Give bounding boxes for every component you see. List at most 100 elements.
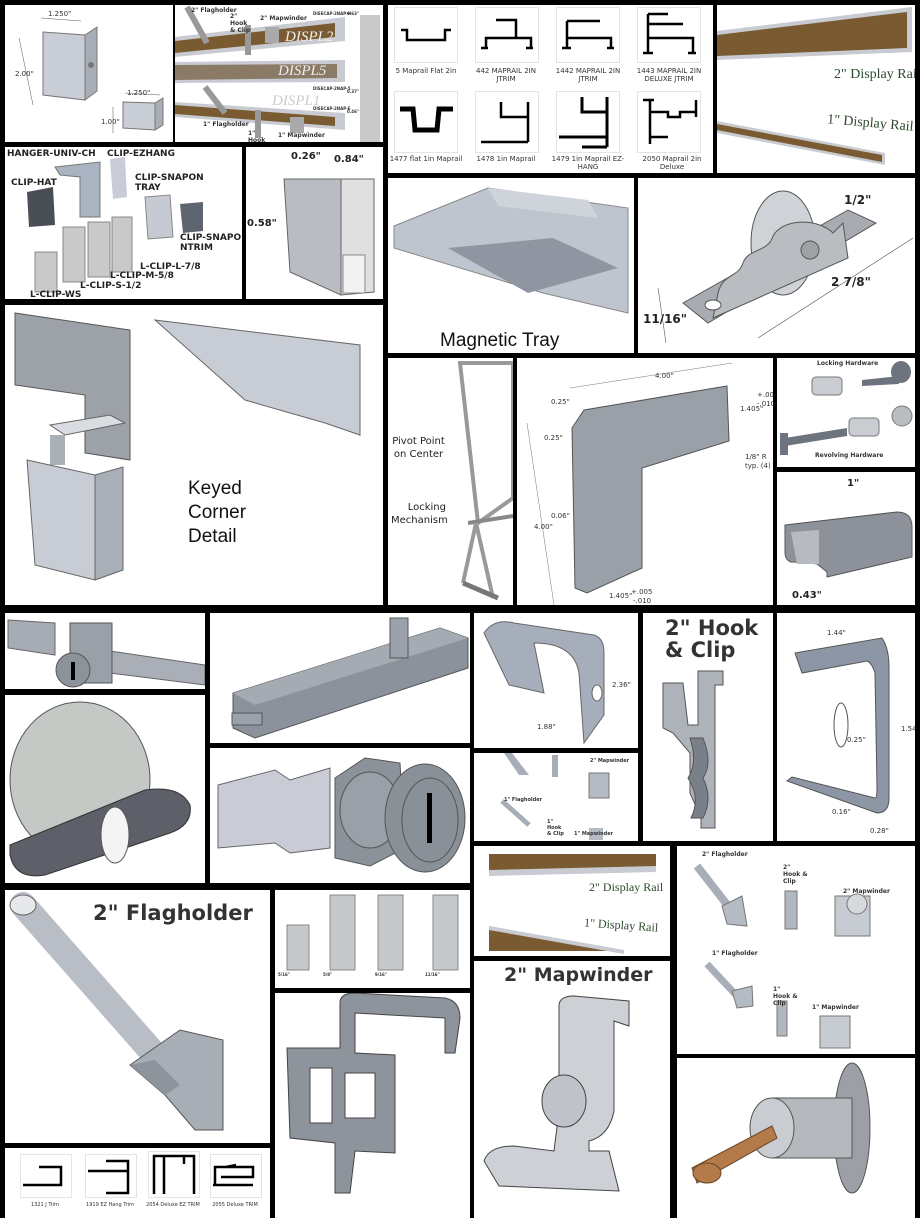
hardware-drawing — [780, 361, 913, 455]
trim-label-2: 1919 EZ Hang Trim — [86, 1202, 134, 1208]
dim-4: 11/16" — [425, 972, 440, 977]
caption-magnetic-tray: Magnetic Tray — [440, 330, 560, 351]
part-code-1: DISECAP-2NAP-H — [313, 11, 352, 16]
label-2in-display-rail: 2" Display Rail — [834, 67, 915, 82]
caption-keyed-corner: Keyed Corner Detail — [188, 478, 247, 547]
dim-top: 1/2" — [844, 193, 872, 207]
hanger-drawing — [483, 621, 605, 745]
panel-cylinder-lock — [677, 1058, 915, 1218]
panel-cam-lock-bar — [5, 613, 205, 689]
panel-slide-bolt — [210, 613, 470, 743]
side-dim-2: 0.37" — [347, 89, 359, 94]
title-flagholder: 2" Flagholder — [93, 901, 253, 925]
panel-snap-clip: 1.44" 0.25" 1.54" 0.16" 0.28" — [777, 613, 915, 841]
cylinder-lock-drawing — [691, 1062, 871, 1194]
dim-small-width: 1.250" — [127, 89, 151, 97]
dim-height: 0.58" — [247, 218, 277, 229]
rail-overview-drawing — [175, 5, 380, 142]
label-flag2: 2" Flagholder — [702, 851, 748, 858]
dim-3: 9/16" — [375, 972, 387, 977]
title-mapwinder: 2" Mapwinder — [504, 964, 653, 986]
dim-length: 2 7/8" — [831, 275, 871, 289]
profile-label-8: 2050 Maprail 2in Deluxe — [642, 155, 702, 172]
dim-depth: 0.84" — [334, 154, 364, 165]
profile-label-6: 1478 1in Maprail — [476, 155, 536, 163]
cam-lock-bar-drawing — [7, 619, 205, 688]
dim-height: 2.00" — [15, 70, 34, 78]
label-clip-hat: CLIP-HAT — [11, 178, 57, 188]
panel-accessories: 2" Flagholder 2" Hook & Clip 2" Mapwinde… — [677, 846, 915, 1054]
dim-1: 5/16" — [278, 972, 290, 977]
corner-plate-drawing — [526, 362, 733, 605]
dim-bottom: 1.405" — [609, 592, 633, 600]
cap-channel-drawing — [784, 511, 913, 578]
dim-chamfer-b: 0.25" — [544, 434, 563, 442]
radius-note: typ. (4) — [745, 462, 771, 470]
side-dim-3: 0.46" — [347, 109, 359, 114]
label-hook2: 2" Hook & Clip — [783, 864, 808, 885]
dim-2: 5/8" — [323, 972, 333, 977]
dim-width: 1.44" — [827, 629, 846, 637]
label-locking-mechanism: Locking Mechanism — [391, 502, 448, 526]
label-map1: 1" Mapwinder — [812, 1004, 859, 1011]
label-locking-hardware: Locking Hardware — [817, 360, 879, 367]
panel-end-cap: 0.26" 0.84" 0.58" — [246, 147, 383, 299]
panel-l-clips: 5/16" 5/8" 9/16" 11/16" — [275, 890, 470, 988]
label-map1: 1" Mapwinder — [574, 831, 614, 837]
label-l-clip-s: L-CLIP-S-1/2 — [80, 281, 142, 291]
profile-label-5: 1477 flat 1in Maprail — [389, 155, 463, 163]
panel-corner-plate: 4.00" 0.25" 0.25" +.005 -.010 1.405" 1/8… — [517, 358, 773, 605]
corner-bracket-drawing — [18, 17, 164, 133]
label-hook1: 1" Hook & Clip — [773, 986, 798, 1007]
display-rail-mid-drawing — [489, 854, 656, 954]
panel-wheel-caster — [5, 695, 205, 883]
dim-lip: 0.16" — [832, 808, 851, 816]
tol-top: +.005 — [757, 391, 773, 399]
panel-hat-clip — [275, 993, 470, 1218]
label-flag1: 1" Flagholder — [712, 950, 758, 957]
dim-top: 1.250" — [48, 10, 72, 18]
profile-label-4: 1443 MAPRAIL 2IN DELUXE JTRIM — [636, 67, 702, 84]
panel-flagholder: 2" Flagholder — [5, 890, 270, 1143]
snap-clip-drawing — [785, 637, 890, 814]
side-dim-1: 0.63" — [347, 11, 359, 16]
roller-drawing — [657, 190, 914, 344]
panel-easel: Pivot Point on Center Locking Mechanism — [388, 358, 513, 605]
rail-name-displ5: DISPL5 — [278, 63, 327, 79]
label-map1: 1" Mapwinder — [278, 132, 325, 139]
tol-bottom-b: -.010 — [633, 597, 652, 605]
dim-height: 4.00" — [534, 523, 553, 531]
rail-name-displ2: DISPL2 — [285, 29, 334, 45]
mapwinder-drawing — [483, 995, 630, 1192]
profile-label-3: 1442 MAPRAIL 2IN JTRIM — [555, 67, 621, 84]
label-l-clip-ws: L-CLIP-WS — [30, 290, 82, 299]
magnetic-tray-drawing — [393, 187, 629, 314]
display-rail-drawing — [717, 7, 912, 165]
hook-clip-drawing — [662, 670, 724, 829]
panel-clips: HANGER-UNIV-CH CLIP-EZHANG CLIP-HAT CLIP… — [5, 147, 242, 299]
dim-height: 1.54" — [901, 725, 915, 733]
panel-display-rail-mid: 2" Display Rail 1" Display Rail — [474, 846, 670, 956]
label-clip-snapontray: CLIP-SNAPONTRAY — [135, 173, 204, 193]
trim-label-3: 2054 Deluxe EZ TRIM — [146, 1202, 200, 1208]
label-l-clip-m: L-CLIP-M-5/8 — [110, 271, 174, 281]
profile-label-2: 442 MAPRAIL 2IN JTRIM — [476, 67, 536, 84]
dim-width: 1.88" — [537, 723, 556, 731]
panel-hardware: Locking Hardware Revolving Hardware — [777, 358, 915, 467]
dim-small-height: 1.00" — [101, 118, 120, 126]
tol-bottom: -.010 — [757, 400, 773, 408]
panel-hook-clip: 2" Hook & Clip — [643, 613, 773, 841]
label-flag1: 1" Flagholder — [504, 797, 543, 803]
accessories-drawing — [693, 863, 871, 1049]
panel-rail-overview: 2" Flagholder 2" Hook & Clip 2" Mapwinde… — [175, 5, 383, 142]
dim-width: 4.00" — [655, 372, 674, 380]
label-revolving-hardware: Revolving Hardware — [815, 452, 884, 459]
label-l-clip-l: L-CLIP-L-7/8 — [140, 262, 201, 272]
mini-accessories-drawing — [500, 753, 610, 840]
dim-length: 1" — [847, 478, 860, 489]
title-hook-clip: 2" Hook & Clip — [665, 616, 759, 663]
panel-display-rail-top: 2" Display Rail 1" Display Rail — [717, 5, 915, 173]
panel-trim-profiles: 1321 J Trim 1919 EZ Hang Trim 2054 Delux… — [5, 1148, 270, 1218]
easel-drawing — [457, 361, 513, 601]
label-flag1: 1" Flagholder — [203, 121, 249, 128]
